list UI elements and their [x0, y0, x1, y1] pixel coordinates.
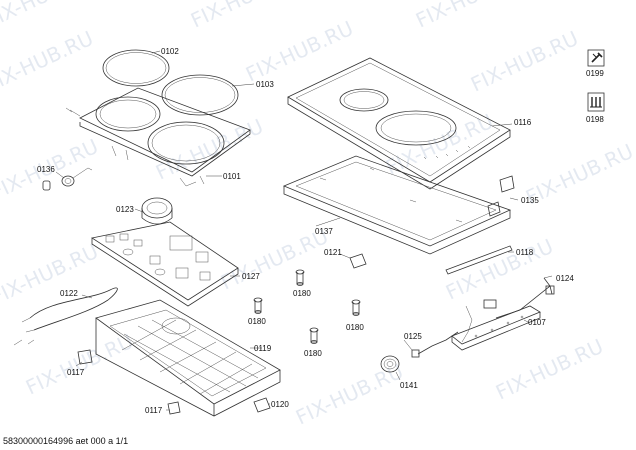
label-0180-c: 0180	[346, 323, 364, 332]
part-0137-frame	[282, 155, 512, 255]
watermark-layer: FIX-HUB.RU FIX-HUB.RU FIX-HUB.RU FIX-HUB…	[0, 0, 636, 430]
watermark: FIX-HUB.RU	[522, 139, 636, 210]
label-0116: 0116	[514, 118, 532, 127]
part-0180-foot-d	[309, 327, 319, 344]
label-0120: 0120	[271, 400, 289, 409]
label-0121: 0121	[324, 248, 342, 257]
watermark: FIX-HUB.RU	[152, 114, 267, 185]
label-0125: 0125	[404, 332, 422, 341]
part-0127-power-board	[90, 221, 240, 307]
part-0180-foot-a	[295, 269, 305, 286]
watermark: FIX-HUB.RU	[492, 334, 607, 405]
label-0180-b: 0180	[248, 317, 266, 326]
part-0123-fan	[134, 197, 173, 225]
part-0180-foot-c	[351, 299, 361, 316]
label-0119: 0119	[254, 344, 272, 353]
wrench-screwdriver-icon	[587, 49, 605, 67]
watermark: FIX-HUB.RU	[187, 0, 302, 33]
watermark: FIX-HUB.RU	[0, 26, 97, 97]
part-0103-coil-disc	[161, 74, 255, 116]
part-0121-bracket	[339, 253, 367, 269]
watermark: FIX-HUB.RU	[467, 26, 582, 97]
part-0136-sensor	[42, 167, 93, 191]
watermark: FIX-HUB.RU	[22, 329, 137, 400]
part-0118-seal-strip	[445, 245, 514, 275]
part-0124-cable	[495, 275, 555, 319]
label-0137: 0137	[315, 227, 333, 236]
label-0103: 0103	[256, 80, 274, 89]
part-labels: 0102 0103 0101 0136 0123 0127 0122 0180 …	[37, 47, 604, 415]
watermark: FIX-HUB.RU	[242, 16, 357, 87]
part-0102-coil-disc	[102, 49, 170, 87]
label-0180-a: 0180	[293, 289, 311, 298]
label-0199: 0199	[586, 69, 604, 78]
part-0101-coil-carrier	[65, 87, 251, 187]
part-0180-foot-b	[253, 297, 263, 314]
part-0135-clip	[487, 175, 519, 217]
part-0125-cable	[403, 331, 459, 358]
watermark: FIX-HUB.RU	[412, 0, 527, 33]
part-0120-foot	[253, 397, 271, 413]
part-0119-base-tray	[95, 299, 281, 417]
watermark: FIX-HUB.RU	[0, 239, 102, 310]
label-0101: 0101	[223, 172, 241, 181]
label-0102: 0102	[161, 47, 179, 56]
label-0198: 0198	[586, 115, 604, 124]
label-0118: 0118	[516, 248, 534, 257]
part-0117-clip-a	[75, 349, 93, 367]
label-0124: 0124	[556, 274, 574, 283]
watermark: FIX-HUB.RU	[292, 359, 407, 430]
part-0141-knob	[380, 355, 401, 381]
label-0135: 0135	[521, 196, 539, 205]
label-0141: 0141	[400, 381, 418, 390]
label-0117-a: 0117	[67, 368, 85, 377]
document-footer: 58300000164996 aet 000 a 1/1	[3, 436, 129, 446]
label-0127: 0127	[242, 272, 260, 281]
part-0107-control-module	[451, 299, 541, 351]
label-0136: 0136	[37, 165, 55, 174]
part-0122-cable	[13, 287, 118, 346]
label-0123: 0123	[116, 205, 134, 214]
part-0116-glass-ceramic-top	[287, 57, 513, 190]
label-0117-b: 0117	[145, 406, 163, 415]
toolset-icon	[587, 92, 605, 112]
label-0180-d: 0180	[304, 349, 322, 358]
label-0107: 0107	[528, 318, 546, 327]
label-0122: 0122	[60, 289, 78, 298]
part-0117-clip-b	[166, 401, 181, 415]
